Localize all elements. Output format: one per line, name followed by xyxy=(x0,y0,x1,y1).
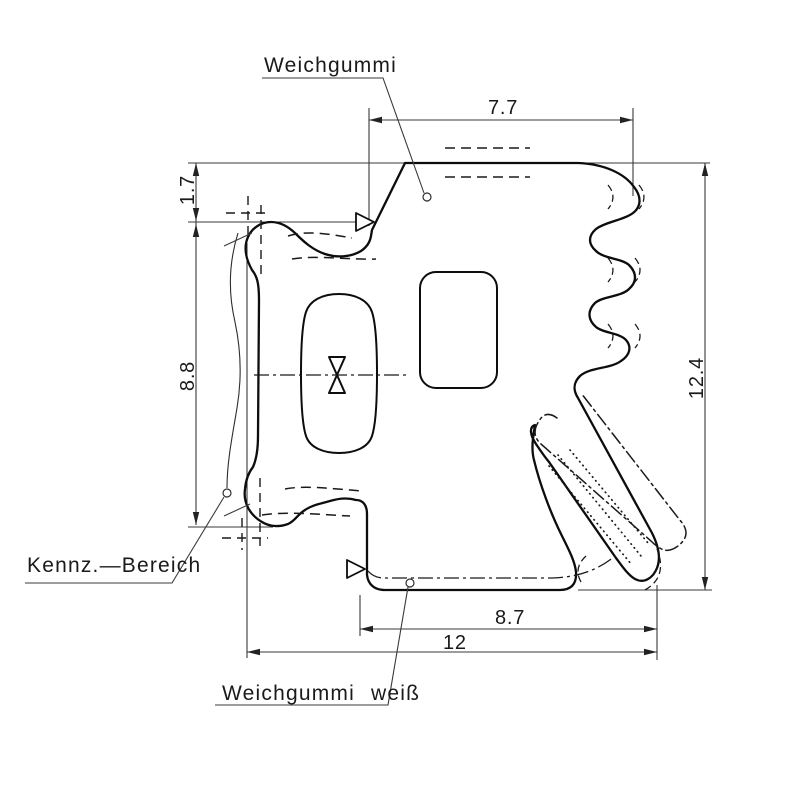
dim-text-8-7: 8.7 xyxy=(495,607,525,629)
arc-bump1-right xyxy=(638,184,645,210)
leader-weichgummi-weiss xyxy=(215,586,409,706)
leader-dot-kennz xyxy=(222,488,232,498)
text-labels: Weichgummi Kennz.—Bereich Weichgummi wei… xyxy=(27,54,708,705)
bump-arcs xyxy=(577,184,662,591)
arrow-left-7-7 xyxy=(369,116,382,124)
arrow-right-8-7 xyxy=(644,625,657,633)
inner-openings xyxy=(300,271,498,454)
hidden-line-ear-upper xyxy=(287,232,353,239)
bowtie-upper-triangle xyxy=(328,356,346,376)
arc-bump3-right xyxy=(634,323,641,349)
dotted-line-3 xyxy=(569,449,649,544)
dim-text-12: 12 xyxy=(443,632,467,654)
leader-dot-weichgummi xyxy=(422,192,432,202)
dotted-line-2 xyxy=(557,454,642,557)
surface-triangle-top xyxy=(355,212,375,232)
bowtie-lower-triangle xyxy=(328,374,346,394)
leader-kennz-bereich xyxy=(25,496,225,584)
arrow-right-7-7 xyxy=(620,116,633,124)
centerline-bottom-edge xyxy=(367,555,616,579)
arrow-up-1-7 xyxy=(192,163,200,176)
part-outline xyxy=(243,161,660,592)
arc-bump2-left xyxy=(607,257,614,283)
dotted-line-1 xyxy=(548,465,633,566)
arrow-right-12 xyxy=(644,648,657,656)
arrow-up-12-4 xyxy=(701,163,709,176)
leaders xyxy=(25,77,432,706)
rect-opening xyxy=(419,271,498,389)
arrow-down-1-7 xyxy=(192,208,200,221)
marking-area-tick-bottom xyxy=(223,503,251,517)
hidden-lines xyxy=(261,147,530,517)
marking-area xyxy=(223,232,253,517)
hidden-line-ear-lower xyxy=(291,256,377,260)
dim-text-12-4: 12.4 xyxy=(686,357,708,399)
hidden-line-bottom-lower xyxy=(261,512,351,517)
marking-area-freeform-line xyxy=(226,232,241,489)
hidden-line-bottom-upper xyxy=(284,486,363,492)
oval-opening xyxy=(300,293,378,454)
bowtie-center-symbol xyxy=(328,356,346,394)
marking-area-tick-top xyxy=(223,232,253,247)
dim-text-8-8: 8.8 xyxy=(177,361,199,391)
leader-dot-weiss xyxy=(405,578,415,588)
dim-text-1-7: 1.7 xyxy=(177,175,199,205)
label-kennz-bereich: Kennz.—Bereich xyxy=(27,554,201,577)
registration-crosses xyxy=(222,196,270,550)
arrow-left-12 xyxy=(247,648,260,656)
arrow-down-12-4 xyxy=(701,577,709,590)
arc-claw-base xyxy=(577,555,587,583)
leader-weichgummi xyxy=(262,77,425,194)
dimension-lines xyxy=(188,108,712,660)
label-weichgummi: Weichgummi xyxy=(264,54,397,77)
dim-text-7-7: 7.7 xyxy=(488,97,518,119)
label-weichgummi-weiss: Weichgummi weiß xyxy=(222,682,420,705)
surface-triangle-bottom xyxy=(346,559,366,579)
ghost-claw-outline xyxy=(534,392,687,551)
arc-claw-tip xyxy=(644,548,662,591)
arrow-up-8-8 xyxy=(192,224,200,237)
arc-bump3-left xyxy=(607,323,614,349)
dimension-arrows xyxy=(192,116,709,656)
arrow-down-8-8 xyxy=(192,512,200,525)
arrow-left-8-7 xyxy=(360,625,373,633)
dotted-lines xyxy=(548,449,649,566)
arc-bump1-left xyxy=(607,184,614,210)
arc-bump2-right xyxy=(634,257,641,283)
centerlines xyxy=(254,374,687,579)
